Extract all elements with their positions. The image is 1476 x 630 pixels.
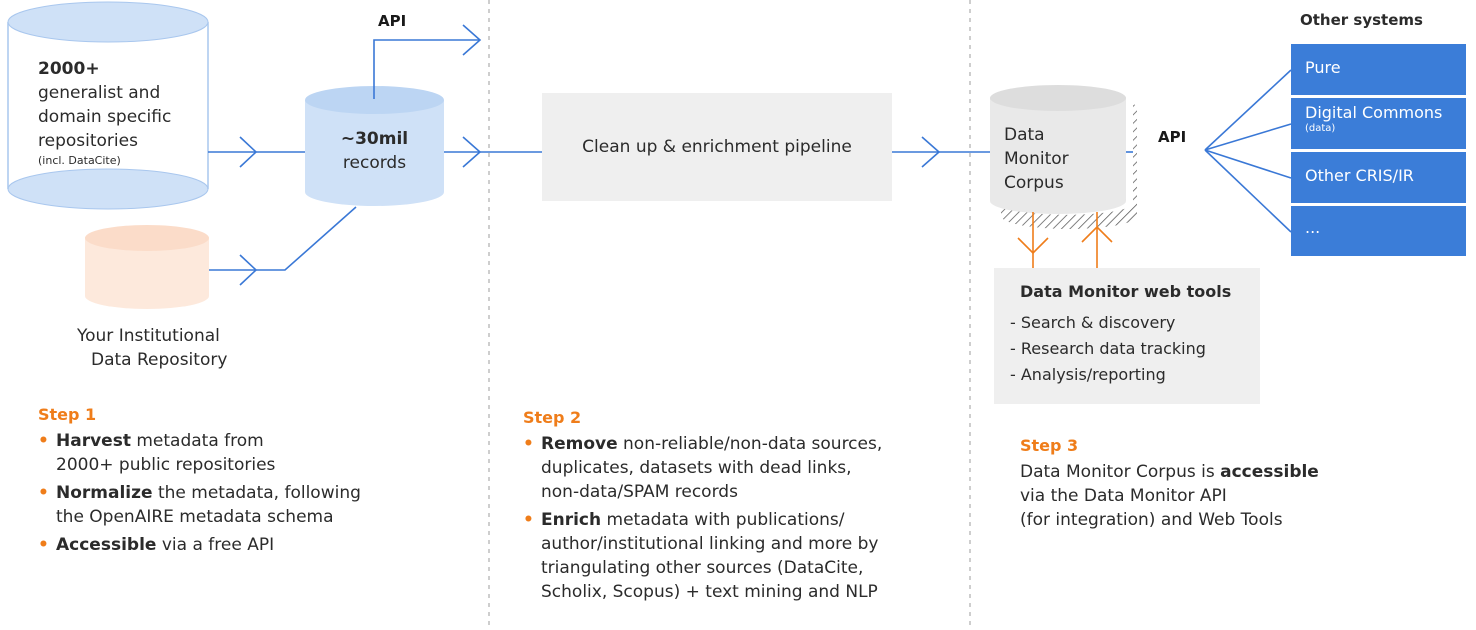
repositories-count: 2000+	[38, 59, 100, 79]
institutional-repo-line1: Your Institutional	[77, 326, 220, 346]
records-text: records	[342, 153, 407, 173]
flow-lines	[208, 24, 1292, 286]
pipeline-box: Clean up & enrichment pipeline	[542, 93, 892, 201]
step2-list: •Remove non-reliable/non-data sources, d…	[523, 432, 882, 608]
digital-commons-note: (data)	[1305, 123, 1336, 134]
system-label-pure: Pure	[1305, 58, 1341, 77]
system-box-digital-commons: Digital Commons (data)	[1291, 98, 1466, 149]
step1-title: Step 1	[38, 405, 97, 424]
repositories-label: 2000+ generalist and domain specific rep…	[38, 57, 171, 167]
corpus-cylinder	[990, 85, 1137, 229]
pipeline-label: Clean up & enrichment pipeline	[582, 137, 852, 157]
web-tools-title: Data Monitor web tools	[1020, 282, 1232, 301]
step2-title: Step 2	[523, 408, 582, 427]
institutional-cylinder	[85, 225, 209, 309]
api-label-corpus: API	[1158, 128, 1187, 146]
list-item: •Accessible via a free API	[38, 535, 275, 555]
web-tools-item: - Search & discovery	[1010, 313, 1176, 332]
web-tools-arrows	[1017, 212, 1113, 268]
system-label-other-cris: Other CRIS/IR	[1305, 166, 1414, 185]
web-tools-item: - Analysis/reporting	[1010, 365, 1166, 384]
records-cylinder	[305, 86, 444, 206]
records-label: ~30mil records	[305, 127, 444, 175]
institutional-repo-line2: Data Repository	[91, 350, 228, 370]
repositories-cylinder	[7, 1, 209, 210]
web-tools-box: Data Monitor web tools - Search & discov…	[994, 268, 1260, 404]
repositories-note: (incl. DataCite)	[38, 154, 121, 167]
list-item: •Enrich metadata with publications/ auth…	[523, 510, 879, 602]
system-label-digital-commons: Digital Commons	[1305, 103, 1443, 122]
list-item: •Normalize the metadata, following the O…	[38, 483, 361, 527]
api-label-harvest: API	[378, 12, 407, 30]
web-tools-list: - Search & discovery - Research data tra…	[1010, 310, 1206, 388]
repositories-line3: repositories	[38, 131, 138, 151]
step1-list: •Harvest metadata from 2000+ public repo…	[38, 429, 361, 561]
other-systems-title: Other systems	[1300, 11, 1423, 29]
repositories-line1: generalist and	[38, 83, 161, 103]
system-box-other-cris: Other CRIS/IR	[1291, 152, 1466, 203]
step3-text: Data Monitor Corpus is accessible via th…	[1020, 462, 1319, 530]
list-item: •Remove non-reliable/non-data sources, d…	[523, 434, 883, 502]
corpus-line2: Monitor	[1004, 149, 1069, 169]
list-item: •Harvest metadata from 2000+ public repo…	[38, 431, 276, 475]
corpus-label: Data Monitor Corpus	[1004, 123, 1069, 195]
repositories-line2: domain specific	[38, 107, 172, 127]
institutional-repo-label: Your Institutional Data Repository	[77, 324, 255, 372]
corpus-line1: Data	[1004, 125, 1045, 145]
records-count: ~30mil	[340, 129, 409, 149]
corpus-line3: Corpus	[1004, 173, 1064, 193]
step3-title: Step 3	[1020, 436, 1079, 455]
system-label-more: ...	[1305, 218, 1321, 237]
system-box-pure: Pure	[1291, 44, 1466, 95]
web-tools-item: - Research data tracking	[1010, 339, 1206, 358]
system-box-more: ...	[1291, 206, 1466, 256]
